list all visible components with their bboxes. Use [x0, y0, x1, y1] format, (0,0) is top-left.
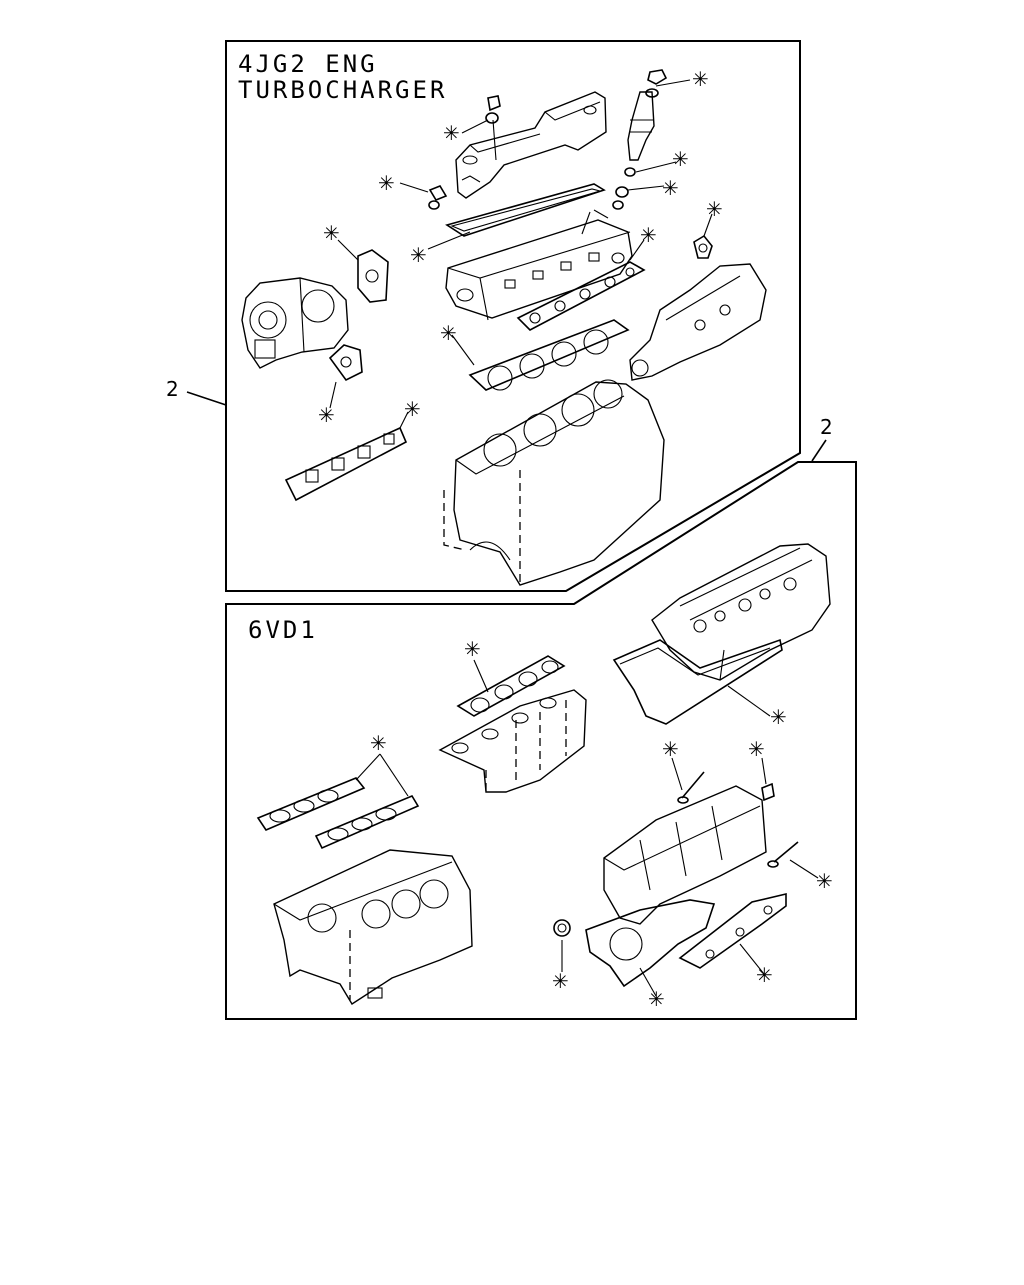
rocker-cover	[455, 91, 607, 199]
exhaust-manifold	[629, 263, 767, 381]
cylinder-block-6vd1	[273, 849, 473, 1005]
asterisk-marker: ✳	[464, 637, 481, 661]
cylinder-head	[445, 219, 633, 321]
asterisk-marker: ✳	[756, 963, 773, 987]
asterisk-marker: ✳	[440, 321, 457, 345]
drain-plug-6vd1	[761, 782, 775, 802]
small-fasteners	[428, 69, 668, 210]
manifold-gasket-exhaust	[516, 261, 646, 331]
asterisk-marker: ✳	[706, 197, 723, 221]
upper-panel-title-line1: 4JG2 ENG	[238, 50, 378, 78]
valve-cover-gasket-6vd1	[612, 638, 783, 725]
upper-panel-title-line2: TURBOCHARGER	[238, 76, 447, 104]
exhaust-gasket-small	[693, 234, 713, 259]
asterisk-marker: ✳	[552, 969, 569, 993]
lower-callout-number: 2	[820, 415, 833, 439]
asterisk-marker: ✳	[816, 869, 833, 893]
asterisk-marker: ✳	[323, 221, 340, 245]
asterisk-marker: ✳	[318, 403, 335, 427]
turbo-gasket-upper	[357, 249, 389, 303]
lower-asterisk-markers: ✳ ✳ ✳ ✳ ✳ ✳ ✳ ✳ ✳	[370, 637, 833, 1011]
asterisk-marker: ✳	[770, 705, 787, 729]
asterisk-marker: ✳	[662, 737, 679, 761]
upper-callout-leader	[186, 391, 227, 406]
exhaust-gaskets-6vd1	[256, 777, 420, 850]
upper-asterisk-markers: ✳ ✳ ✳ ✳ ✳ ✳ ✳ ✳ ✳ ✳ ✳ ✳	[318, 67, 723, 427]
rocker-cover-gasket	[445, 183, 606, 237]
asterisk-marker: ✳	[410, 243, 427, 267]
upper-callout-number: 2	[166, 377, 179, 401]
asterisk-marker: ✳	[640, 223, 657, 247]
asterisk-marker: ✳	[648, 987, 665, 1011]
asterisk-marker: ✳	[692, 67, 709, 91]
turbocharger	[241, 277, 349, 369]
asterisk-marker: ✳	[370, 731, 387, 755]
intake-plenum-gasket	[456, 655, 566, 717]
asterisk-marker: ✳	[378, 171, 395, 195]
oil-pan-6vd1	[603, 785, 767, 925]
valve-cover-6vd1	[651, 543, 831, 681]
lower-panel-title: 6VD1	[248, 616, 318, 644]
cylinder-block	[443, 379, 665, 586]
front-cover-gasket-6vd1	[585, 899, 716, 988]
asterisk-marker: ✳	[672, 147, 689, 171]
intake-manifold-6vd1	[438, 689, 587, 793]
injector-nozzle	[627, 91, 655, 161]
head-gasket	[468, 319, 630, 391]
bolts-6vd1	[677, 771, 799, 868]
seal-ring-6vd1	[553, 919, 571, 937]
lower-leader-lines	[355, 659, 819, 997]
asterisk-marker: ✳	[748, 737, 765, 761]
intake-manifold-gasket	[284, 426, 408, 502]
asterisk-marker: ✳	[443, 121, 460, 145]
asterisk-marker: ✳	[662, 176, 679, 200]
oil-pan-gasket-6vd1	[678, 892, 787, 969]
lower-callout-leader	[811, 439, 827, 462]
turbo-gasket-lower	[328, 344, 363, 382]
upper-leader-lines	[329, 79, 713, 429]
upper-panel-frame	[225, 40, 801, 592]
asterisk-marker: ✳	[404, 397, 421, 421]
lower-panel-frame	[225, 461, 857, 1020]
